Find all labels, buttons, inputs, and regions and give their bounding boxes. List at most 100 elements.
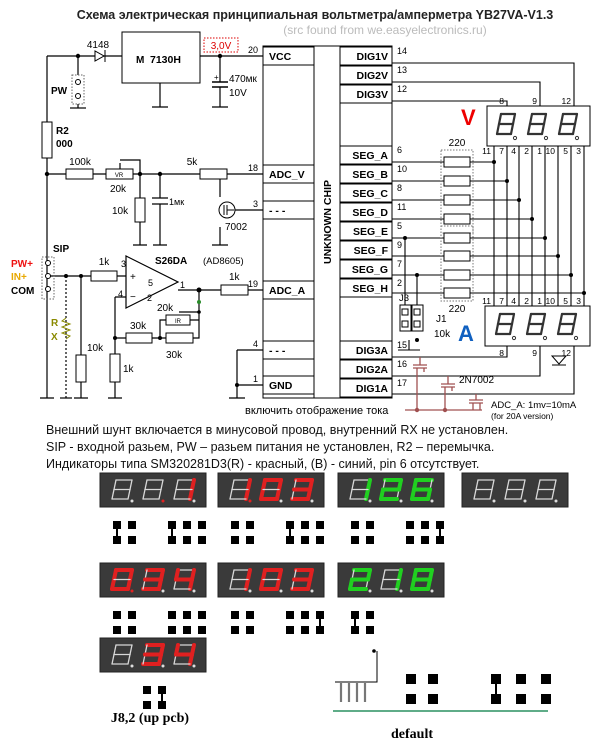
segment-outline	[495, 122, 501, 136]
r2-value: 000	[56, 139, 73, 150]
segment	[113, 644, 117, 656]
decimal-point	[554, 499, 558, 503]
decimal-point	[368, 499, 372, 503]
decimal-point	[161, 664, 165, 668]
decimal-point	[248, 589, 252, 593]
sip-pin-in: IN+	[11, 272, 27, 283]
segment	[244, 577, 250, 591]
diode-icon	[94, 50, 106, 62]
decimal-point	[192, 589, 196, 593]
wires	[40, 55, 263, 399]
decimal-point	[279, 499, 283, 503]
segment	[364, 487, 370, 501]
segment	[229, 488, 233, 500]
r10k-b-label: 10k	[87, 343, 104, 354]
sip-label: SIP	[53, 244, 69, 255]
decimal-point	[512, 135, 518, 141]
r100k-label: 100k	[69, 157, 92, 168]
decimal-point	[574, 135, 580, 141]
segment	[553, 479, 557, 491]
chip-right-pin-label: SEG_H	[352, 283, 388, 295]
segment	[551, 488, 555, 500]
decimal-point	[310, 499, 314, 503]
segment-outline	[539, 322, 545, 336]
segment	[111, 488, 115, 500]
regulator	[121, 31, 201, 84]
segment	[111, 653, 115, 665]
chip-right-pin-number: 8	[397, 183, 402, 193]
decimal-point	[511, 335, 517, 341]
transistor-label: 2N7002	[459, 375, 494, 386]
segment	[142, 488, 146, 500]
segment	[504, 488, 508, 500]
segment	[127, 653, 131, 665]
chip-left-pin-number: 18	[248, 163, 258, 173]
segment	[113, 479, 117, 491]
v-display-pin: 4	[511, 146, 516, 156]
chip-right-pin-number: 12	[397, 84, 407, 94]
segment	[351, 479, 355, 491]
vout-label: 3,0V	[211, 41, 232, 52]
chip-left-pin-label: GND	[269, 380, 293, 392]
opamp-pin2: 2	[147, 293, 152, 303]
svg-text:−: −	[130, 292, 136, 303]
r30k-a-label: 30k	[130, 321, 147, 332]
a-display-pin: 7	[499, 296, 504, 306]
cap-voltage: 10V	[229, 88, 247, 99]
segment	[158, 488, 162, 500]
decimal-point	[130, 664, 134, 668]
example-display	[337, 472, 445, 508]
capacitor-icon	[212, 81, 228, 88]
example-display	[99, 562, 207, 598]
decimal-point	[399, 499, 403, 503]
chip-right-pin-number: 5	[397, 221, 402, 231]
v-display-pin: 1	[537, 146, 542, 156]
segment-outline	[511, 112, 517, 126]
chip-right-pin-label: SEG_B	[352, 169, 388, 181]
segment-outline	[508, 322, 514, 336]
sip-connector	[41, 256, 55, 300]
opamp-pin3: 3	[121, 259, 126, 269]
decimal-point	[161, 589, 165, 593]
chip-right-pin-label: SEG_C	[352, 188, 388, 200]
jumper-caption: J8,2 (up pcb)	[111, 711, 190, 726]
chip-right-pin-number: 2	[397, 278, 402, 288]
current-label: A	[458, 321, 474, 346]
chip-left-pin-label: ADC_V	[269, 169, 305, 181]
regulator-logo: M	[136, 55, 144, 66]
decimal-point	[430, 589, 434, 593]
sip-pin-pw: PW+	[11, 259, 33, 270]
r2-label: R2	[56, 126, 69, 137]
note-1: Внешний шунт включается в минусовой пров…	[46, 423, 509, 437]
decimal-point	[492, 499, 496, 503]
default-caption: default	[391, 727, 433, 742]
a-display-top-pin: 9	[532, 348, 537, 358]
cap1u-label: 1мк	[169, 197, 184, 207]
rx-r: R	[51, 318, 59, 329]
title: Схема электрическая принципиальная вольт…	[77, 8, 554, 22]
segment	[144, 479, 148, 491]
chip-right-pin-label: DIG3V	[356, 89, 388, 101]
decimal-point	[399, 589, 403, 593]
segment-outline	[556, 322, 562, 336]
v-display-pin: 3	[576, 146, 581, 156]
opamp-pin1: 1	[180, 280, 185, 290]
chip-right-pin-number: 14	[397, 46, 407, 56]
segment	[231, 569, 235, 581]
chip-right-pin-label: SEG_G	[352, 264, 388, 276]
chip-right-pin-label: DIG1A	[356, 383, 389, 395]
segment	[506, 479, 510, 491]
v-display-pin: 5	[563, 146, 568, 156]
segment-outline	[509, 122, 515, 136]
chip-left-pin-label: ADC_A	[269, 285, 306, 297]
v-display-pin: 11	[482, 146, 491, 156]
res-array-label-b: 220	[449, 304, 466, 315]
segment	[475, 479, 479, 491]
segment-outline	[559, 112, 565, 126]
res-array-label: 220	[449, 138, 466, 149]
a-display-pin: 1	[537, 296, 542, 306]
segment-outline	[571, 122, 577, 136]
segment	[535, 488, 539, 500]
segment	[261, 568, 267, 582]
segment	[473, 488, 477, 500]
